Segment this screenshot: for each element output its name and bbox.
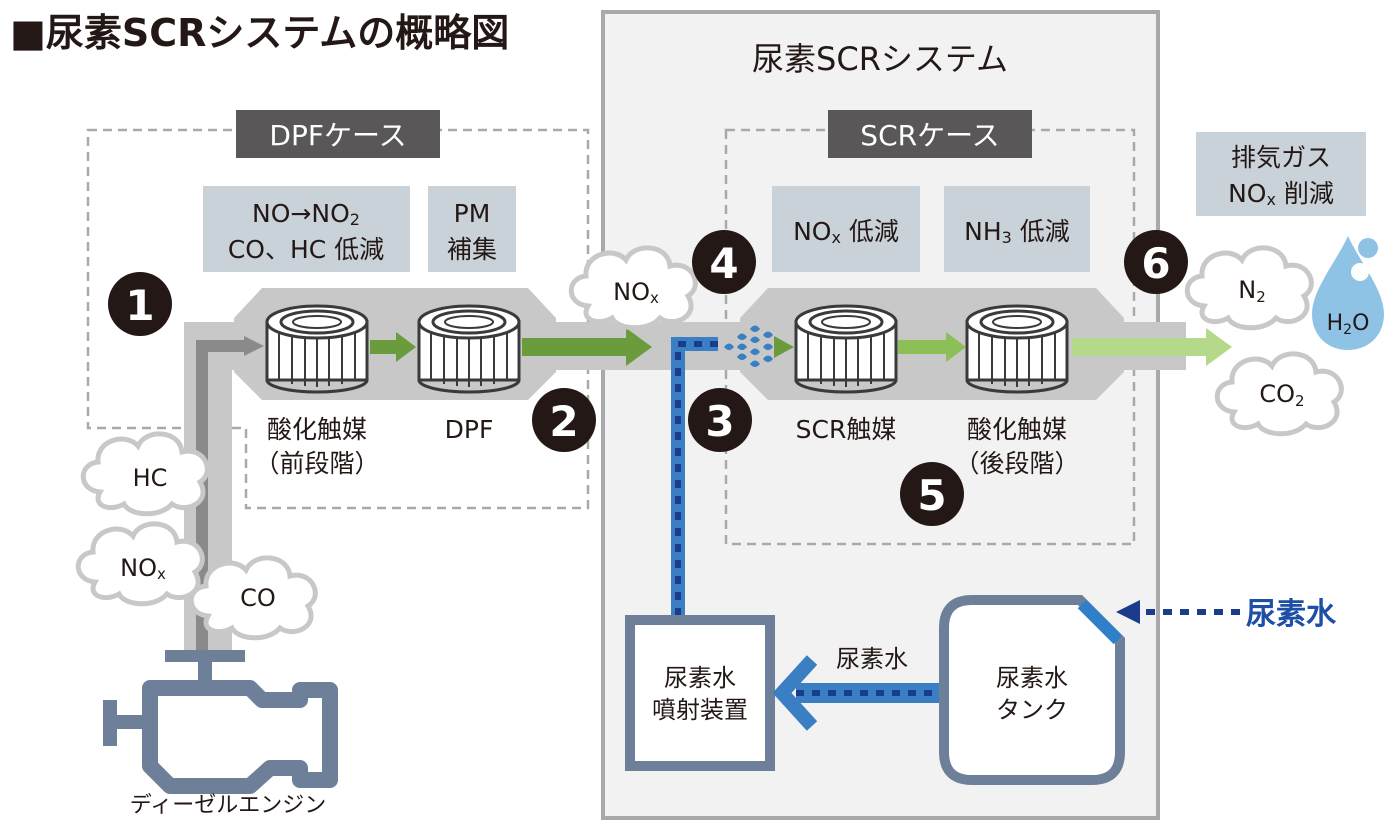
urea-inlet-label: 尿素水: [1246, 597, 1337, 632]
engine-exhaust-arrowhead: [244, 336, 264, 356]
svg-text:5: 5: [917, 471, 946, 520]
oxidation-front-label-line2: （前段階）: [254, 449, 379, 478]
info-box-nh3-reduction: [944, 186, 1090, 272]
cloud-co2-label: CO2: [1259, 380, 1304, 410]
svg-text:1: 1: [125, 281, 154, 330]
svg-text:3: 3: [705, 397, 734, 446]
scr-case-label-box: [828, 110, 1032, 158]
marker-2: 2: [532, 388, 596, 452]
info-box-exhaust-line1: 排気ガス: [1231, 143, 1331, 172]
info-box-pm-line2: 補集: [447, 235, 497, 264]
info-box-nh3-reduction-text: NH3 低減: [964, 217, 1070, 247]
urea-tank: [939, 595, 1125, 785]
oxidation-catalyst-rear: [965, 304, 1069, 394]
cloud-nox-mid-label: NOx: [613, 278, 659, 307]
urea-supply-label: 尿素水: [836, 645, 908, 673]
water-drop-highlight: [1351, 263, 1369, 281]
dpf-case-outline: [86, 128, 590, 510]
info-box-pm-line1: PM: [454, 199, 491, 228]
urea-supply-line: [772, 655, 942, 731]
cloud-nox-low-label: NOx: [120, 554, 166, 583]
info-box-nox-reduction-text: NOx 低減: [793, 217, 899, 247]
info-box-exhaust: [1196, 132, 1366, 216]
marker-6: 6: [1124, 230, 1188, 294]
urea-injector: [625, 615, 775, 771]
svg-text:2: 2: [549, 397, 578, 446]
marker-5: 5: [900, 462, 964, 526]
info-box-nox-reduction: [772, 186, 920, 272]
info-box-exhaust-line2: NOx 削減: [1228, 179, 1334, 209]
info-box-oxidation: [203, 186, 410, 272]
injector-label-line1: 尿素水: [664, 664, 736, 692]
cloud-co-label: CO: [240, 584, 276, 612]
diesel-engine-icon: [103, 650, 338, 794]
diagram-title: ■尿素SCRシステムの概略図: [10, 11, 509, 55]
dpf-case-label: DPFケース: [269, 119, 406, 152]
water-label: H2O: [1327, 311, 1370, 338]
info-box-pm: [428, 186, 516, 272]
info-box-oxidation-line2: CO、HC 低減: [228, 235, 384, 264]
cloud-n2-label: N2: [1238, 276, 1266, 306]
tank-filler-cap: [1077, 599, 1123, 645]
scr-catalyst-label: SCR触媒: [796, 415, 897, 444]
marker-4: 4: [692, 230, 756, 294]
scr-catalyst: [794, 304, 898, 394]
oxidation-catalyst-front: [265, 304, 369, 394]
dpf-label: DPF: [445, 415, 494, 444]
injector-label-line2: 噴射装置: [652, 696, 748, 724]
svg-text:6: 6: [1141, 239, 1170, 288]
cloud-hc-label: HC: [133, 464, 168, 492]
green-flow-arrow-4: [1072, 328, 1232, 366]
water-droplet-small-icon: [1358, 238, 1378, 258]
dpf-filter: [417, 304, 521, 394]
info-box-oxidation-line1: NO→NO2: [252, 199, 360, 229]
urea-spray: [724, 325, 773, 367]
oxidation-rear-label-line1: 酸化触媒: [967, 415, 1067, 444]
engine-exhaust-arrow: [196, 340, 244, 650]
green-flow-arrow-2: [522, 328, 652, 366]
engine-label: ディーゼルエンジン: [130, 793, 326, 818]
tank-label-line1: 尿素水: [996, 664, 1068, 692]
water-drop-icon: [1312, 236, 1384, 350]
urea-inlet-arrowhead: [1116, 600, 1140, 624]
svg-text:4: 4: [709, 239, 738, 288]
oxidation-front-label-line1: 酸化触媒: [267, 415, 367, 444]
green-flow-arrow-1: [370, 332, 416, 362]
urea-injection-line: [671, 337, 718, 616]
oxidation-rear-label-line2: （後段階）: [954, 449, 1079, 478]
scr-system-title: 尿素SCRシステム: [752, 40, 1008, 78]
green-flow-arrow-3: [898, 332, 966, 362]
marker-3: 3: [688, 388, 752, 452]
marker-1: 1: [108, 272, 172, 336]
scr-case-label: SCRケース: [860, 119, 999, 152]
spray-flow-arrowhead: [774, 336, 794, 358]
tank-label-line2: タンク: [996, 696, 1068, 724]
dpf-case-label-box: [236, 110, 440, 158]
